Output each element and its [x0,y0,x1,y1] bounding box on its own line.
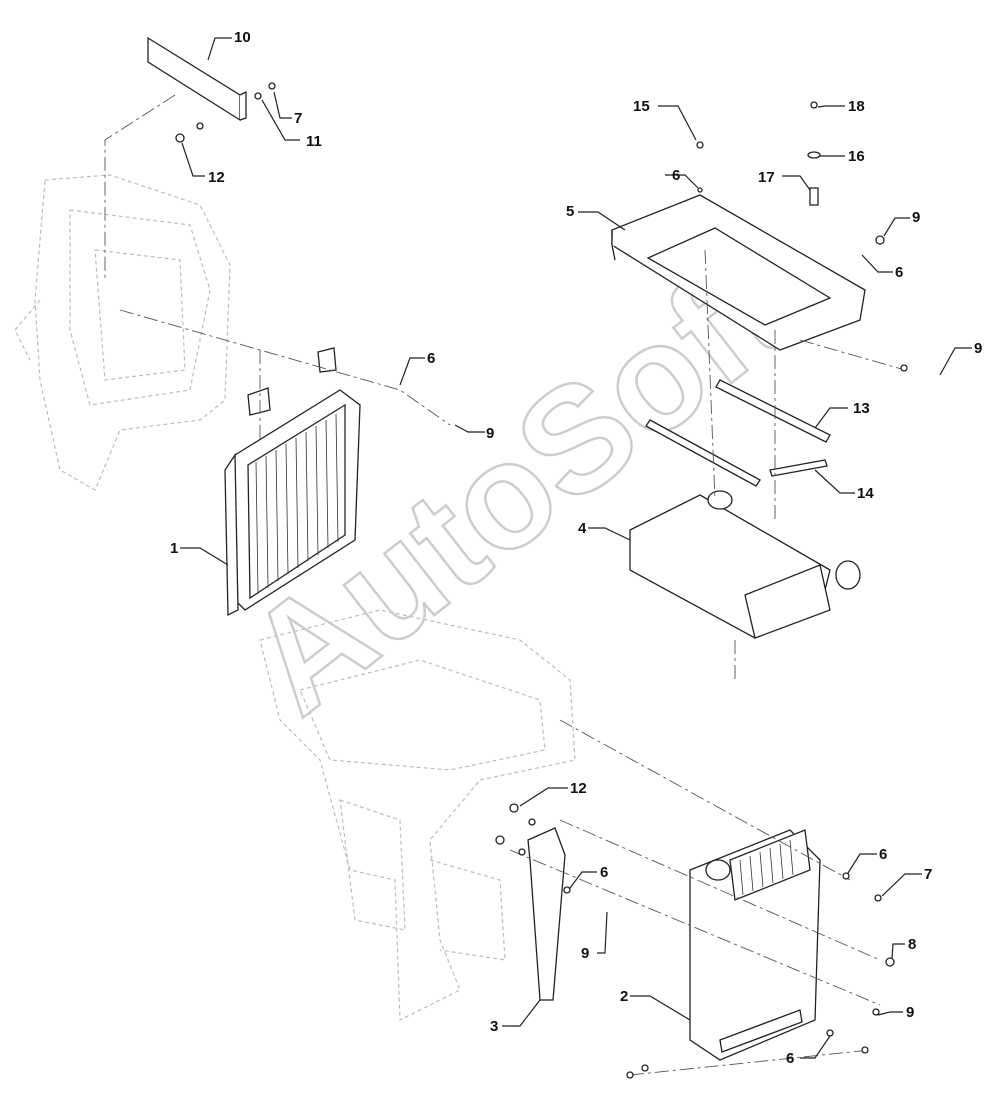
callout-13: 13 [853,400,870,417]
leader-10-to-frame [104,94,176,280]
leader-2-upper [559,819,881,961]
part-5-top-plate [611,194,866,351]
fastener-group-top-right [696,101,908,372]
callout-6-radiator: 6 [879,846,887,863]
part-10-cover-plate [147,36,247,122]
fastener-group-upper [175,82,276,143]
ghost-frame-lower [259,609,576,1021]
callout-8: 8 [908,936,916,953]
part-1-condenser [224,347,361,617]
callout-12-bottom: 12 [570,780,587,797]
callout-leaders [180,37,972,1059]
part-13-seal-strip [715,379,831,443]
callout-11: 11 [306,133,322,150]
part-3-bracket [527,827,566,1001]
callout-2: 2 [620,988,628,1005]
part-4-intercooler [629,490,861,639]
callout-9-plate: 9 [974,340,982,357]
leader-1-mount [119,309,451,426]
callout-9-radiator: 9 [906,1004,914,1021]
callout-5: 5 [566,203,574,220]
callout-18: 18 [848,98,865,115]
callout-3: 3 [490,1018,498,1035]
callout-6-plate: 6 [895,264,903,281]
callout-9-condenser: 9 [486,425,494,442]
part-2-radiator [689,829,821,1061]
callout-17: 17 [758,169,775,186]
callout-7-top: 7 [294,110,302,127]
callout-1: 1 [170,540,178,557]
callout-labels: 10 7 11 12 15 18 16 6 17 5 9 6 9 6 13 9 … [170,29,982,1067]
callout-9-top: 9 [912,209,920,226]
leader-2-lower [509,849,881,1006]
callout-4: 4 [578,520,587,537]
part-14-seal-strip [645,419,828,487]
callout-6-top: 6 [672,167,680,184]
leader-5-to-4 [704,249,716,501]
callout-7-bottom: 7 [924,866,932,883]
callout-12-top: 12 [208,169,225,186]
callout-6-bottom: 6 [786,1050,794,1067]
fastener-group-bottom [495,803,895,1079]
callout-6-condenser: 6 [427,350,435,367]
ghost-frame-upper [14,174,231,491]
callout-9-bracket: 9 [581,945,589,962]
callout-14: 14 [857,485,874,502]
callout-10: 10 [234,29,251,46]
leader-frame-to-2 [559,719,851,881]
callout-16: 16 [848,148,865,165]
callout-15: 15 [633,98,650,115]
callout-6-bracket: 6 [600,864,608,881]
leader-2-bottom [629,1049,871,1076]
